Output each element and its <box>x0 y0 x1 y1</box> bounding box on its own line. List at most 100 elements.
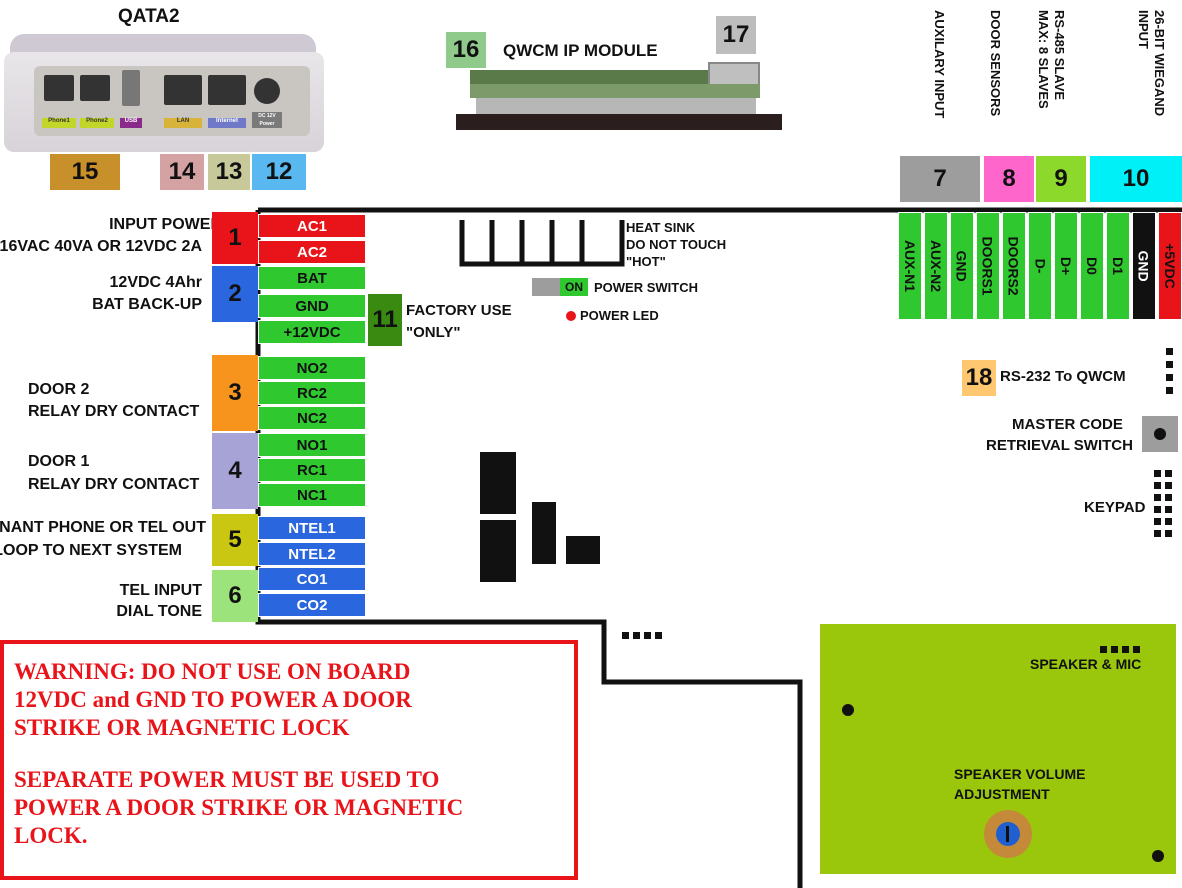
master-code-switch[interactable] <box>1142 416 1178 452</box>
badge-16: 16 <box>446 32 486 68</box>
terminal-gnd: GND <box>258 294 366 318</box>
ic-chip <box>566 536 600 564</box>
badge-9: 9 <box>1036 156 1086 202</box>
warning-line-1: WARNING: DO NOT USE ON BOARD <box>14 659 411 684</box>
qata-title: QATA2 <box>118 6 180 27</box>
terminal-doors1: DOORS1 <box>976 212 1000 320</box>
terminal-co2: CO2 <box>258 593 366 617</box>
warning-line-2: 12VDC and GND TO POWER A DOOR <box>14 687 412 712</box>
badge-13: 13 <box>208 154 250 190</box>
speaker-volume-label-2: ADJUSTMENT <box>954 786 1050 802</box>
rs485-header-2: MAX: 8 SLAVES <box>1036 10 1051 109</box>
speaker-mic-label: SPEAKER & MIC <box>1030 656 1142 672</box>
input-power-label-1: INPUT POWER <box>109 216 222 233</box>
terminal-doors2: DOORS2 <box>1002 212 1026 320</box>
badge-17: 17 <box>716 16 756 54</box>
terminal-co1: CO1 <box>258 567 366 591</box>
tel-input-label-1: TEL INPUT <box>119 582 202 599</box>
speaker-mic-connector <box>1100 640 1144 658</box>
terminal-rc1: RC1 <box>258 458 366 482</box>
terminal-aux-n1: AUX-N1 <box>898 212 922 320</box>
warning-box: WARNING: DO NOT USE ON BOARD 12VDC and G… <box>0 640 578 880</box>
rs232-label: RS-232 To QWCM <box>1000 368 1126 385</box>
power-led-label: POWER LED <box>580 308 659 323</box>
port-internet-label: Internet <box>208 118 246 128</box>
badge-5: 5 <box>212 514 258 566</box>
warning-line-4: SEPARATE POWER MUST BE USED TO <box>14 767 440 792</box>
mount-hole <box>1152 850 1164 862</box>
port-usb-label: USB <box>120 118 142 128</box>
terminal-nc1: NC1 <box>258 483 366 507</box>
qwcm-module-image <box>446 62 782 134</box>
battery-label-2: BAT BACK-UP <box>92 296 202 313</box>
badge-6: 6 <box>212 570 258 622</box>
input-power-label-2: 16VAC 40VA OR 12VDC 2A <box>0 238 202 255</box>
door2-label-2: RELAY DRY CONTACT <box>28 403 200 420</box>
speaker-board: SPEAKER & MIC SPEAKER VOLUME ADJUSTMENT <box>820 624 1176 874</box>
qata-device: Phone1 Phone2 USB LAN Internet DC 12V Po… <box>4 30 324 152</box>
port-phone1-label: Phone1 <box>42 118 76 128</box>
terminal-aux-n2: AUX-N2 <box>924 212 948 320</box>
badge-18: 18 <box>962 360 996 396</box>
terminal-nc2: NC2 <box>258 406 366 430</box>
power-switch-state: ON <box>560 278 588 296</box>
heat-sink-icon <box>459 220 625 267</box>
badge-4: 4 <box>212 433 258 509</box>
terminal-d0: D0 <box>1080 212 1104 320</box>
heatsink-label-3: "HOT" <box>626 254 666 269</box>
warning-line-3: STRIKE OR MAGNETIC LOCK <box>14 715 350 740</box>
port-lan-label: LAN <box>164 118 202 128</box>
keypad-connector <box>1154 470 1174 542</box>
tenant-label-1: TENANT PHONE OR TEL OUT <box>0 519 206 536</box>
ic-chip <box>480 520 516 582</box>
terminal-gnd-wiegand: GND <box>1132 212 1156 320</box>
door1-label-1: DOOR 1 <box>28 453 90 470</box>
battery-label-1: 12VDC 4Ahr <box>109 274 202 291</box>
terminal-no1: NO1 <box>258 433 366 457</box>
terminal-no2: NO2 <box>258 356 366 380</box>
badge-2: 2 <box>212 266 258 322</box>
terminal-rc2: RC2 <box>258 381 366 405</box>
rs232-header-pins <box>1166 348 1174 396</box>
heatsink-label-2: DO NOT TOUCH <box>626 237 727 252</box>
power-led-icon <box>566 311 576 321</box>
terminal-d-plus: D+ <box>1054 212 1078 320</box>
warning-line-5: POWER A DOOR STRIKE OR MAGNETIC <box>14 795 464 820</box>
factory-use-label-2: "ONLY" <box>406 324 461 341</box>
terminal-bat: BAT <box>258 266 366 290</box>
badge-11: 11 <box>368 294 402 346</box>
terminal-d-minus: D- <box>1028 212 1052 320</box>
warning-line-6: LOCK. <box>14 823 88 848</box>
heatsink-label-1: HEAT SINK <box>626 220 696 235</box>
mount-hole <box>842 704 854 716</box>
terminal-12vdc: +12VDC <box>258 320 366 344</box>
badge-10: 10 <box>1090 156 1182 202</box>
badge-7: 7 <box>900 156 980 202</box>
factory-use-label-1: FACTORY USE <box>406 302 512 319</box>
power-switch-label: POWER SWITCH <box>594 280 698 295</box>
module-title: QWCM IP MODULE <box>503 41 658 60</box>
power-switch[interactable]: ON <box>532 278 588 296</box>
door1-label-2: RELAY DRY CONTACT <box>28 476 200 493</box>
badge-1: 1 <box>212 212 258 264</box>
terminal-ac1: AC1 <box>258 214 366 238</box>
port-phone2-label: Phone2 <box>80 118 114 128</box>
master-code-label-1: MASTER CODE <box>1012 416 1123 433</box>
volume-knob[interactable] <box>984 810 1032 858</box>
master-code-label-2: RETRIEVAL SWITCH <box>986 437 1133 454</box>
terminal-ntel2: NTEL2 <box>258 542 366 566</box>
port-power-label: DC 12V Power <box>252 112 282 128</box>
tel-input-label-2: DIAL TONE <box>116 603 202 620</box>
terminal-gnd-top: GND <box>950 212 974 320</box>
terminal-5vdc: +5VDC <box>1158 212 1182 320</box>
terminal-d1: D1 <box>1106 212 1130 320</box>
tenant-label-2: LOOP TO NEXT SYSTEM <box>0 542 182 559</box>
door2-label-1: DOOR 2 <box>28 381 90 398</box>
keypad-label: KEYPAD <box>1084 499 1146 516</box>
ic-chip <box>532 502 556 564</box>
badge-14: 14 <box>160 154 204 190</box>
badge-15: 15 <box>50 154 120 190</box>
badge-12: 12 <box>252 154 306 190</box>
badge-8: 8 <box>984 156 1034 202</box>
